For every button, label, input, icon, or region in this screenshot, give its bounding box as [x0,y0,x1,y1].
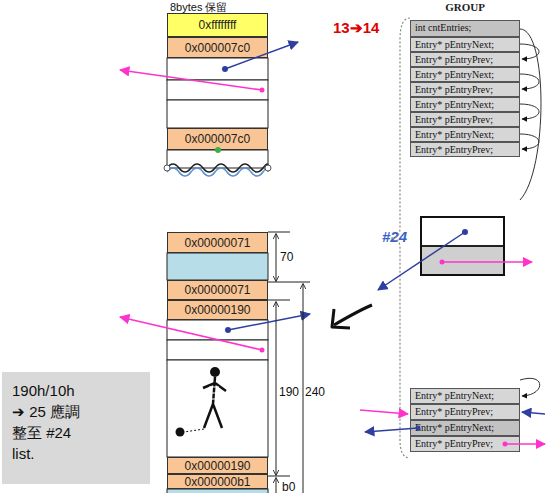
used-block [167,253,268,280]
pointer-dot [260,348,265,353]
figure-ball [176,428,185,437]
figure-stripes [209,387,219,399]
list-loop [520,29,541,200]
memory-cell [167,100,268,128]
node-text: Entry* pEntryNext; [415,98,519,111]
node-text: 0x000007c0 [185,132,250,146]
group-struct: GROUPint cntEntries;Entry* pEntryNext;En… [410,20,520,453]
memory-cell [167,340,268,360]
dimension-line [276,234,277,281]
struct-field: Entry* pEntryPrev; [410,82,520,97]
pointer-dot [225,327,231,333]
dimension-tick [268,300,290,301]
struct-field: Entry* pEntryPrev; [410,436,520,452]
list-index: #24 [382,228,407,245]
figure-head [210,367,220,377]
list-loop [520,44,539,59]
struct-field: Entry* pEntryNext; [410,67,520,82]
block-header: 0x000007c0 [167,37,268,58]
block-footer: 0x00000071 [167,280,268,300]
pointer-dot [260,88,265,93]
dimension-label: 70 [280,250,293,264]
break-end [164,165,170,171]
struct-field: Entry* pEntryNext; [410,388,520,404]
next-pointer [522,412,545,414]
node-text: Entry* pEntryNext; [415,389,519,402]
node-text: Entry* pEntryNext; [415,128,519,141]
dimension-label: 190 [279,385,299,399]
dimension-label: b0 [282,480,295,493]
node-text: 0x00000190 [184,303,250,317]
block-header: 0x00000071 [167,232,268,253]
memory-cell [167,58,268,80]
block-header: 0x000000b1 [167,474,268,489]
struct-field: Entry* pEntryPrev; [410,404,520,420]
node-text: int cntEntries; [415,21,519,34]
node-text: Entry* pEntryPrev; [415,53,519,66]
struct-name: GROUP [410,1,520,13]
prev-pointer [120,70,262,90]
break-line [167,168,268,176]
node-text: Entry* pEntryNext; [415,68,519,81]
figure-body [203,377,226,428]
struct-field: Entry* pEntryNext; [410,127,520,142]
dimension-tick [268,476,290,477]
node-text: 0x00000071 [184,283,250,297]
big-arrow-head [332,309,350,328]
sentinel-header: 0xffffffff [167,13,268,37]
memory-cell [167,80,268,100]
free-area [167,360,268,457]
prev-pointer [360,410,408,414]
dimension-tick [268,232,290,233]
block-header: 0x00000190 [167,300,268,320]
node-text: Entry* pEntryPrev; [415,437,519,450]
struct-field: Entry* pEntryPrev; [410,52,520,67]
dimension-label: 240 [305,385,325,399]
struct-field: Entry* pEntryPrev; [410,142,520,157]
big-arrow [334,305,372,325]
node-text: 190h/10h ➔ 25 應調整至 #24 list. [12,380,84,464]
node-text: 0xffffffff [199,18,237,32]
block-header: 0x000007c0 [167,128,268,150]
node-text: 0x000000b1 [184,475,250,489]
prev-pointer [120,317,262,350]
list-loop [520,104,539,119]
struct-field: int cntEntries; [410,20,520,37]
list-loop [520,134,539,149]
dimension-line [303,284,304,493]
list-entry: #24 [420,216,505,276]
dimension-line [276,478,277,493]
memory-cell [167,150,268,168]
used-block [167,489,268,493]
node-text: Entry* pEntryNext; [415,421,519,434]
count-change: 13➔14 [333,19,379,37]
node-text: 0x00000190 [184,459,250,473]
break-end [265,165,271,171]
memory-cell [167,320,268,340]
node-text: Entry* pEntryPrev; [415,113,519,126]
node-text: Entry* pEntryNext; [415,38,519,51]
node-text: Entry* pEntryPrev; [415,405,519,418]
break-line [167,164,268,172]
node-text: 0x000007c0 [185,41,250,55]
struct-field: Entry* pEntryPrev; [410,112,520,127]
reserved-note: 8bytes 保留 [170,0,227,15]
figure-chain [184,429,204,432]
dimension-tick [268,282,310,283]
node-text: 0x00000071 [184,236,250,250]
list-loop [520,378,540,396]
block-footer: 0x00000190 [167,457,268,474]
struct-field: Entry* pEntryNext; [410,37,520,52]
struct-field: Entry* pEntryNext; [410,420,520,436]
dimension-line [276,302,277,475]
pointer-dot [222,66,228,72]
struct-field: Entry* pEntryNext; [410,97,520,112]
node-text: Entry* pEntryPrev; [415,83,519,96]
list-loop [520,74,539,89]
note-box: 190h/10h ➔ 25 應調整至 #24 list. [2,372,150,484]
node-text: Entry* pEntryPrev; [415,143,519,156]
